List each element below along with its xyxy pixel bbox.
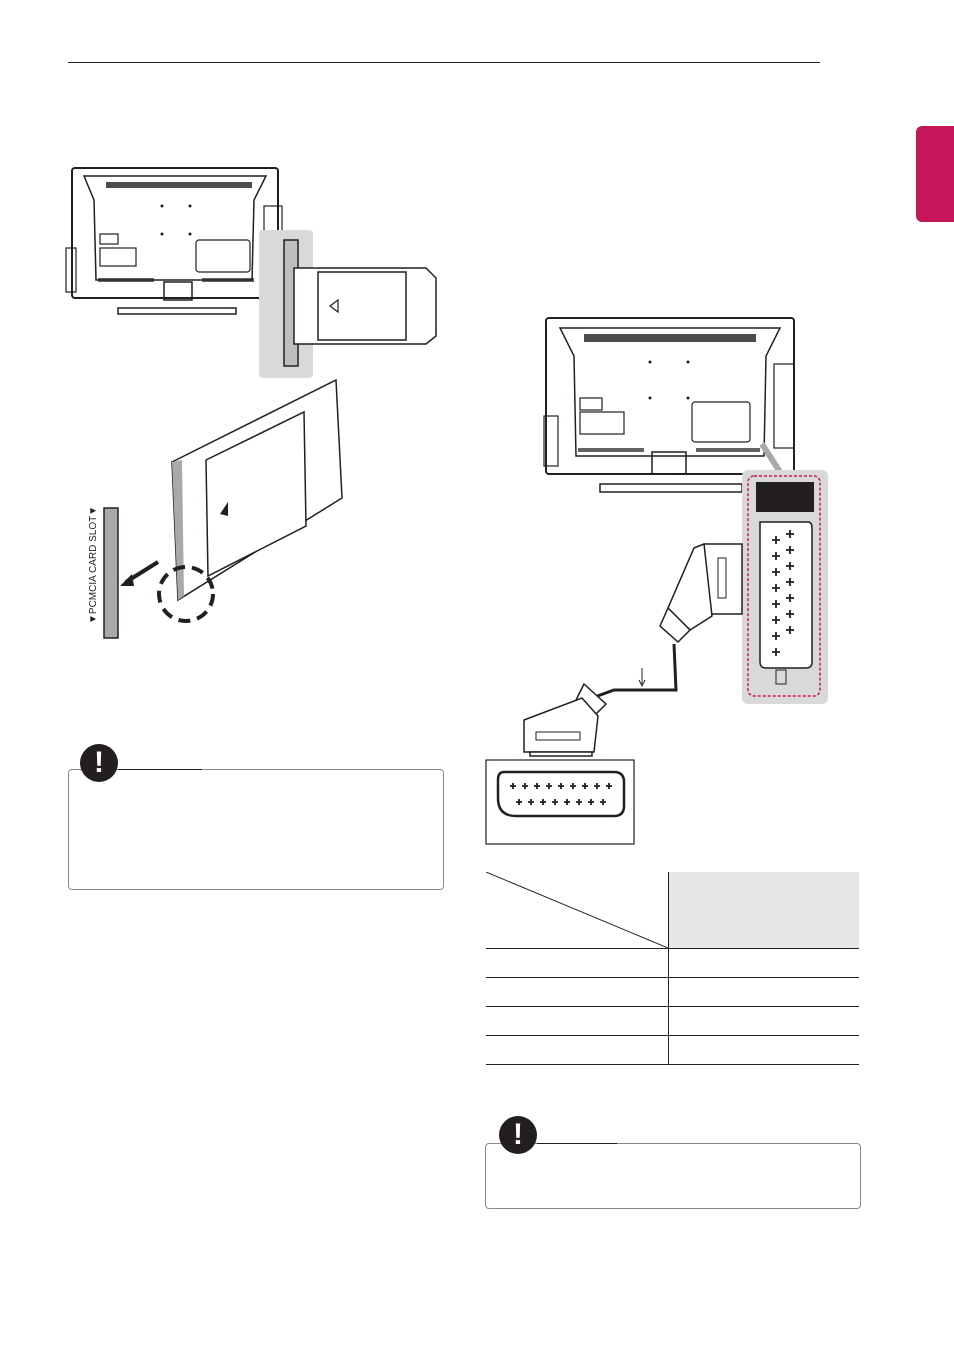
table-row bbox=[486, 1006, 859, 1036]
table-header-cell bbox=[668, 872, 859, 949]
note-box bbox=[68, 769, 444, 890]
table-cell bbox=[486, 1006, 669, 1036]
scart-output-table bbox=[486, 872, 859, 1065]
exclamation-icon: ! bbox=[80, 744, 118, 782]
tv-back-ci-illustration bbox=[65, 167, 437, 378]
language-tab bbox=[916, 126, 954, 222]
table-cell bbox=[668, 1006, 859, 1036]
note-box bbox=[485, 1143, 861, 1209]
table-row bbox=[486, 1035, 859, 1065]
tv-back-scart-illustration bbox=[485, 317, 828, 845]
table-row bbox=[486, 977, 859, 1007]
table-cell bbox=[668, 1035, 859, 1065]
table-row bbox=[486, 948, 859, 978]
table-header-row bbox=[486, 872, 859, 949]
table-cell bbox=[668, 948, 859, 978]
table-cell bbox=[486, 977, 669, 1007]
header-rule bbox=[68, 62, 820, 63]
table-cell bbox=[486, 948, 669, 978]
table-cell bbox=[668, 977, 859, 1007]
exclamation-icon: ! bbox=[499, 1116, 537, 1154]
ci-card-insertion-illustration: ▼PCMCIA CARD SLOT▼ bbox=[88, 378, 343, 639]
table-corner-cell bbox=[486, 872, 669, 949]
table-cell bbox=[486, 1035, 669, 1065]
card-slot-label: ▼PCMCIA CARD SLOT▼ bbox=[88, 506, 99, 624]
